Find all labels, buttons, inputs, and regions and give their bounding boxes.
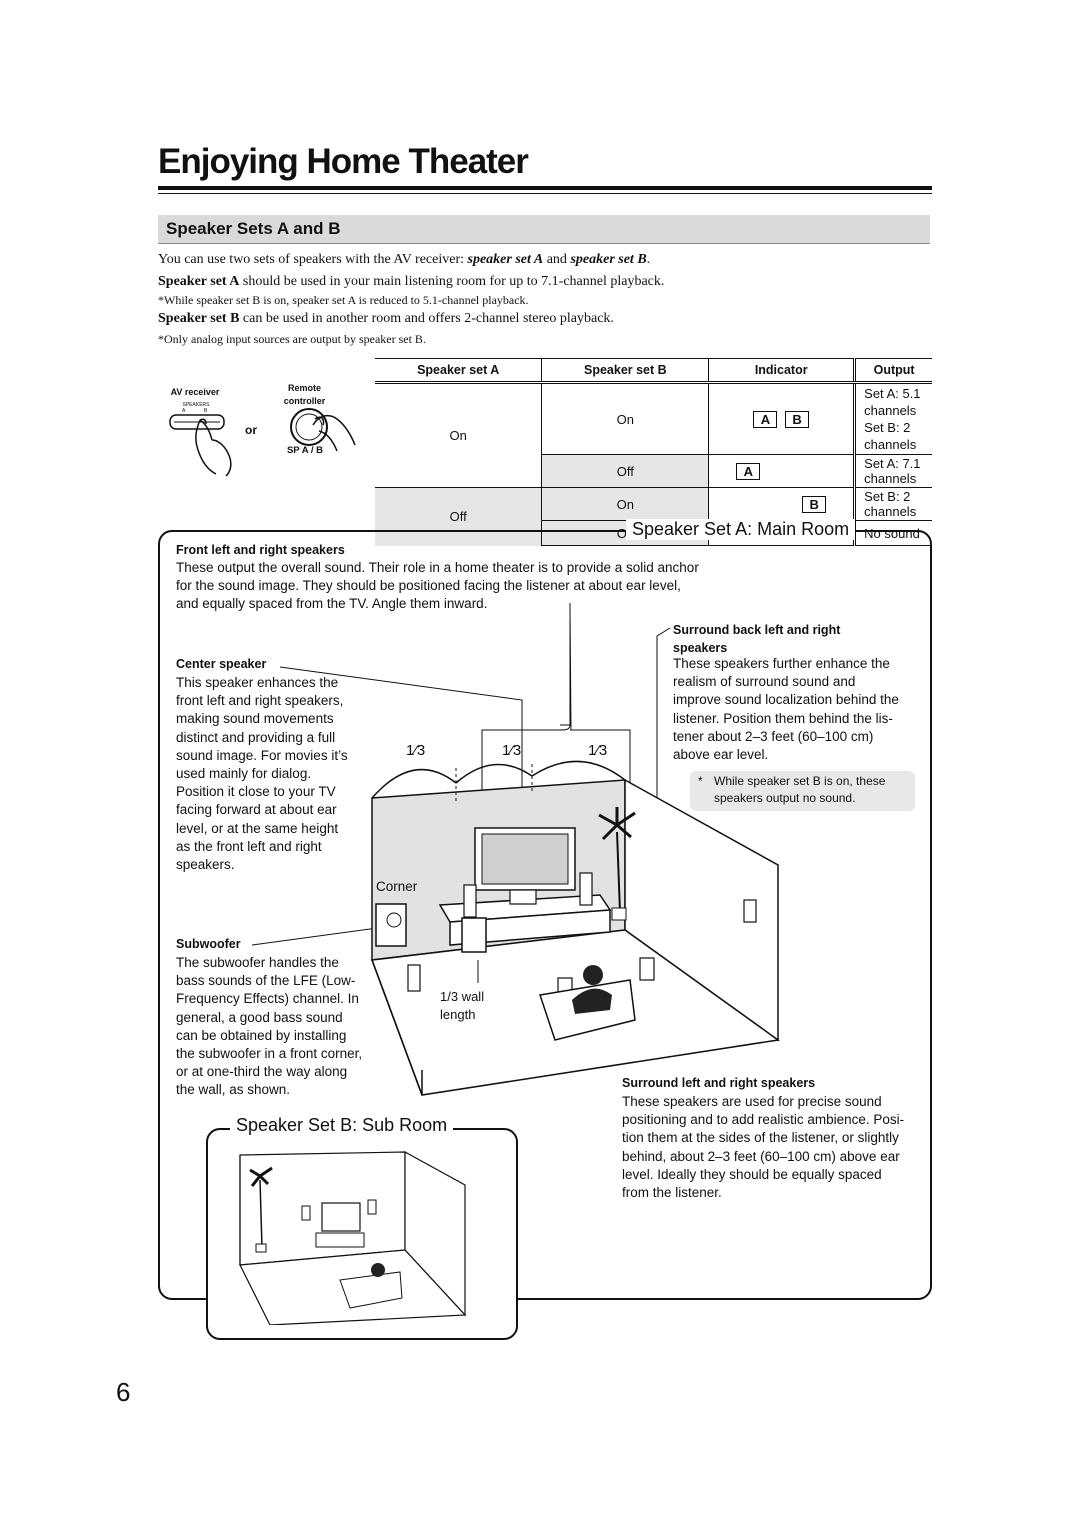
- cell-indicator-a: A: [708, 454, 855, 488]
- sub-listener: [371, 1263, 385, 1277]
- cell-b-off: Off: [541, 454, 709, 488]
- section-title: Speaker Sets A and B: [166, 219, 341, 238]
- or-label: or: [245, 423, 257, 437]
- sub-plant: [259, 1179, 263, 1249]
- third-label-2: 1⁄3: [502, 742, 522, 759]
- cell-a-off: Off: [375, 487, 542, 546]
- header-speaker-set-b: Speaker set B: [541, 358, 709, 384]
- surround-back-note-box: * While speaker set B is on, these speak…: [690, 771, 915, 811]
- third-arc-2: [455, 763, 533, 784]
- surround-heading: Surround left and right speakers: [622, 1076, 816, 1090]
- surround-right-speaker-icon: [743, 899, 757, 923]
- table-row: Off On B Set B: 2 channels: [375, 487, 932, 546]
- av-receiver-label: AV receiver: [170, 387, 220, 397]
- section-bar: [158, 215, 930, 244]
- header-speaker-set-a: Speaker set A: [375, 358, 542, 384]
- main-room-panel: [158, 530, 932, 1300]
- main-room-illustration: [251, 603, 780, 1096]
- page-number: 6: [116, 1377, 131, 1407]
- front-left-speaker-icon: [463, 884, 477, 918]
- receiver-button-illustration: [169, 414, 232, 477]
- surround-left-speaker-icon: [407, 964, 421, 992]
- cell-a-on: On: [375, 382, 542, 488]
- sub-speaker-right: [367, 1199, 377, 1215]
- wall-length-label: 1/3 wall length: [440, 989, 485, 1022]
- speakers-mini-label: SPEAKERS: [182, 402, 210, 408]
- note-star: *: [698, 774, 703, 788]
- surround-back-right-icon: [639, 957, 655, 981]
- subwoofer-third-icon: [461, 917, 487, 953]
- header-indicator: Indicator: [708, 358, 855, 384]
- intro-note-2: *Only analog input sources are output by…: [158, 332, 426, 346]
- surround-back-text: These speakers further enhance the reali…: [673, 656, 899, 763]
- table-header-row: Speaker set A Speaker set B Indicator Ou…: [375, 358, 932, 384]
- surround-back-note: While speaker set B is on, these speaker…: [714, 774, 886, 805]
- sub-tv: [321, 1202, 361, 1232]
- cell-indicator-ab: A B: [708, 382, 855, 455]
- third-arc-3: [531, 760, 626, 781]
- indicator-b-badge: B: [785, 410, 810, 428]
- third-arc-1: [371, 768, 457, 799]
- cell-output-3: Set B: 2 channels: [853, 487, 932, 521]
- sub-room-title: Speaker Set B: Sub Room: [230, 1115, 454, 1136]
- table-row: Off A Set A: 7.1 channels: [375, 454, 932, 488]
- center-speaker-heading: Center speaker: [176, 657, 267, 671]
- surround-back-heading: Surround back left and right speakers: [673, 623, 841, 655]
- front-speakers-heading: Front left and right speakers: [176, 543, 345, 557]
- subwoofer-heading: Subwoofer: [176, 937, 241, 951]
- cell-output-2: Set A: 7.1 channels: [853, 454, 932, 488]
- title-rule: [158, 186, 932, 190]
- sp-ab-label: SP A / B: [286, 445, 324, 456]
- subwoofer-corner-icon: [375, 903, 407, 947]
- front-speakers-text: These output the overall sound. Their ro…: [176, 560, 699, 612]
- title-rule-thin: [158, 193, 932, 194]
- remote-button-illustration: [290, 408, 356, 452]
- listener-icon: [583, 965, 603, 985]
- surround-text: These speakers are used for precise soun…: [622, 1094, 905, 1201]
- intro-line-2: Speaker set A should be used in your mai…: [158, 274, 665, 289]
- sub-speaker-left: [301, 1205, 311, 1221]
- subwoofer-text: The subwoofer handles the bass sounds of…: [176, 955, 363, 1098]
- front-right-speaker-icon: [579, 872, 593, 906]
- plant-icon: [616, 831, 621, 913]
- center-speaker-text: This speaker enhances the front left and…: [176, 675, 348, 873]
- corner-label: Corner: [376, 879, 418, 894]
- sub-room-illustration: [239, 1150, 467, 1325]
- third-label-1: 1⁄3: [406, 742, 426, 759]
- controller-label: controller: [283, 396, 326, 406]
- remote-label: Remote: [287, 383, 321, 393]
- cell-b-on: On: [541, 382, 709, 455]
- cell-b-on-2: On: [541, 487, 709, 521]
- page-title: Enjoying Home Theater: [158, 142, 529, 181]
- indicator-a-badge: A: [753, 410, 778, 428]
- center-speaker-icon: [509, 889, 537, 905]
- header-output: Output: [853, 358, 932, 384]
- intro-note-1: *While speaker set B is on, speaker set …: [158, 293, 529, 307]
- main-room-title: Speaker Set A: Main Room: [626, 519, 856, 540]
- third-label-3: 1⁄3: [588, 742, 608, 759]
- cell-indicator-b: B: [708, 487, 855, 521]
- intro-line-1: You can use two sets of speakers with th…: [158, 252, 651, 267]
- speaker-set-table: Speaker set A Speaker set B Indicator Ou…: [375, 358, 932, 546]
- intro-line-3: Speaker set B can be used in another roo…: [158, 311, 614, 326]
